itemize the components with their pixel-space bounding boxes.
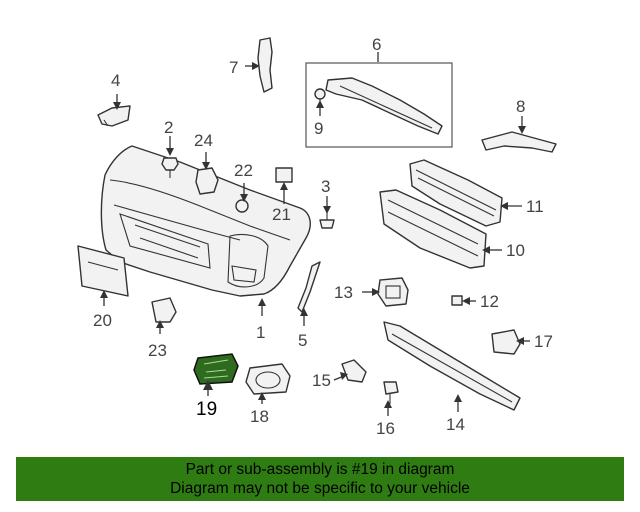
callout-20: 20: [93, 311, 112, 330]
banner-line-2: Diagram may not be specific to your vehi…: [170, 480, 470, 497]
callout-8: 8: [516, 97, 525, 116]
part-4-bracket[interactable]: [97, 105, 131, 127]
callout-11: 11: [526, 197, 544, 216]
part-23-bracket[interactable]: [151, 297, 177, 323]
part-3-clip[interactable]: [319, 212, 335, 229]
part-5-side-retainer[interactable]: [297, 261, 321, 313]
callout-7: 7: [229, 58, 238, 77]
part-15-bracket[interactable]: [341, 359, 367, 383]
part-22-grommet[interactable]: [235, 199, 249, 213]
part-13-bracket[interactable]: [377, 277, 409, 307]
part-7-vertical-bracket[interactable]: [257, 37, 273, 93]
part-2-bolt[interactable]: [161, 157, 179, 178]
part-10-lower-grille[interactable]: [379, 189, 487, 269]
callout-10: 10: [506, 241, 525, 260]
part-1-bumper-cover[interactable]: [100, 145, 311, 297]
part-24-sensor[interactable]: [195, 167, 219, 195]
part-18-fog-lamp-cover[interactable]: [245, 363, 291, 395]
part-21-clip[interactable]: [275, 167, 293, 183]
callout-21: 21: [272, 205, 291, 224]
callout-17: 17: [534, 332, 553, 351]
callout-18: 18: [250, 407, 269, 426]
callout-12: 12: [480, 292, 499, 311]
callout-23: 23: [148, 341, 167, 360]
part-16-clip[interactable]: [383, 381, 399, 404]
part-17-bracket[interactable]: [491, 329, 521, 355]
callout-14: 14: [446, 415, 465, 434]
callout-22: 22: [234, 161, 253, 180]
callout-19: 19: [196, 399, 217, 420]
part-14-impact-bar[interactable]: [383, 321, 521, 411]
info-banner: Part or sub-assembly is #19 in diagram D…: [16, 457, 624, 501]
callout-2: 2: [164, 118, 173, 137]
banner-line-1: Part or sub-assembly is #19 in diagram: [185, 461, 455, 478]
callout-15: 15: [312, 371, 331, 390]
leader-lines: [100, 52, 530, 416]
part-20-license-bracket[interactable]: [77, 245, 129, 297]
callout-1: 1: [256, 323, 265, 342]
part-6-reinforcement-box[interactable]: [305, 62, 453, 148]
part-12-small-clip[interactable]: [451, 295, 463, 306]
callout-4: 4: [111, 71, 120, 90]
callout-5: 5: [298, 331, 307, 350]
parts-diagram: 1 2 3 4 5 6 7 8 9 10 11 12 13 14 15 16 1…: [77, 35, 557, 438]
callout-13: 13: [334, 283, 353, 302]
part-8-support[interactable]: [481, 131, 557, 153]
part-19-fog-lamp-bezel-highlighted[interactable]: [193, 353, 239, 385]
callout-labels: 1 2 3 4 5 6 7 8 9 10 11 12 13 14 15 16 1…: [93, 35, 553, 438]
callout-3: 3: [321, 177, 330, 196]
part-11-upper-grille[interactable]: [409, 159, 503, 227]
callout-6: 6: [372, 35, 381, 54]
callout-9: 9: [314, 119, 323, 138]
callout-24: 24: [194, 131, 213, 150]
callout-16: 16: [376, 419, 395, 438]
